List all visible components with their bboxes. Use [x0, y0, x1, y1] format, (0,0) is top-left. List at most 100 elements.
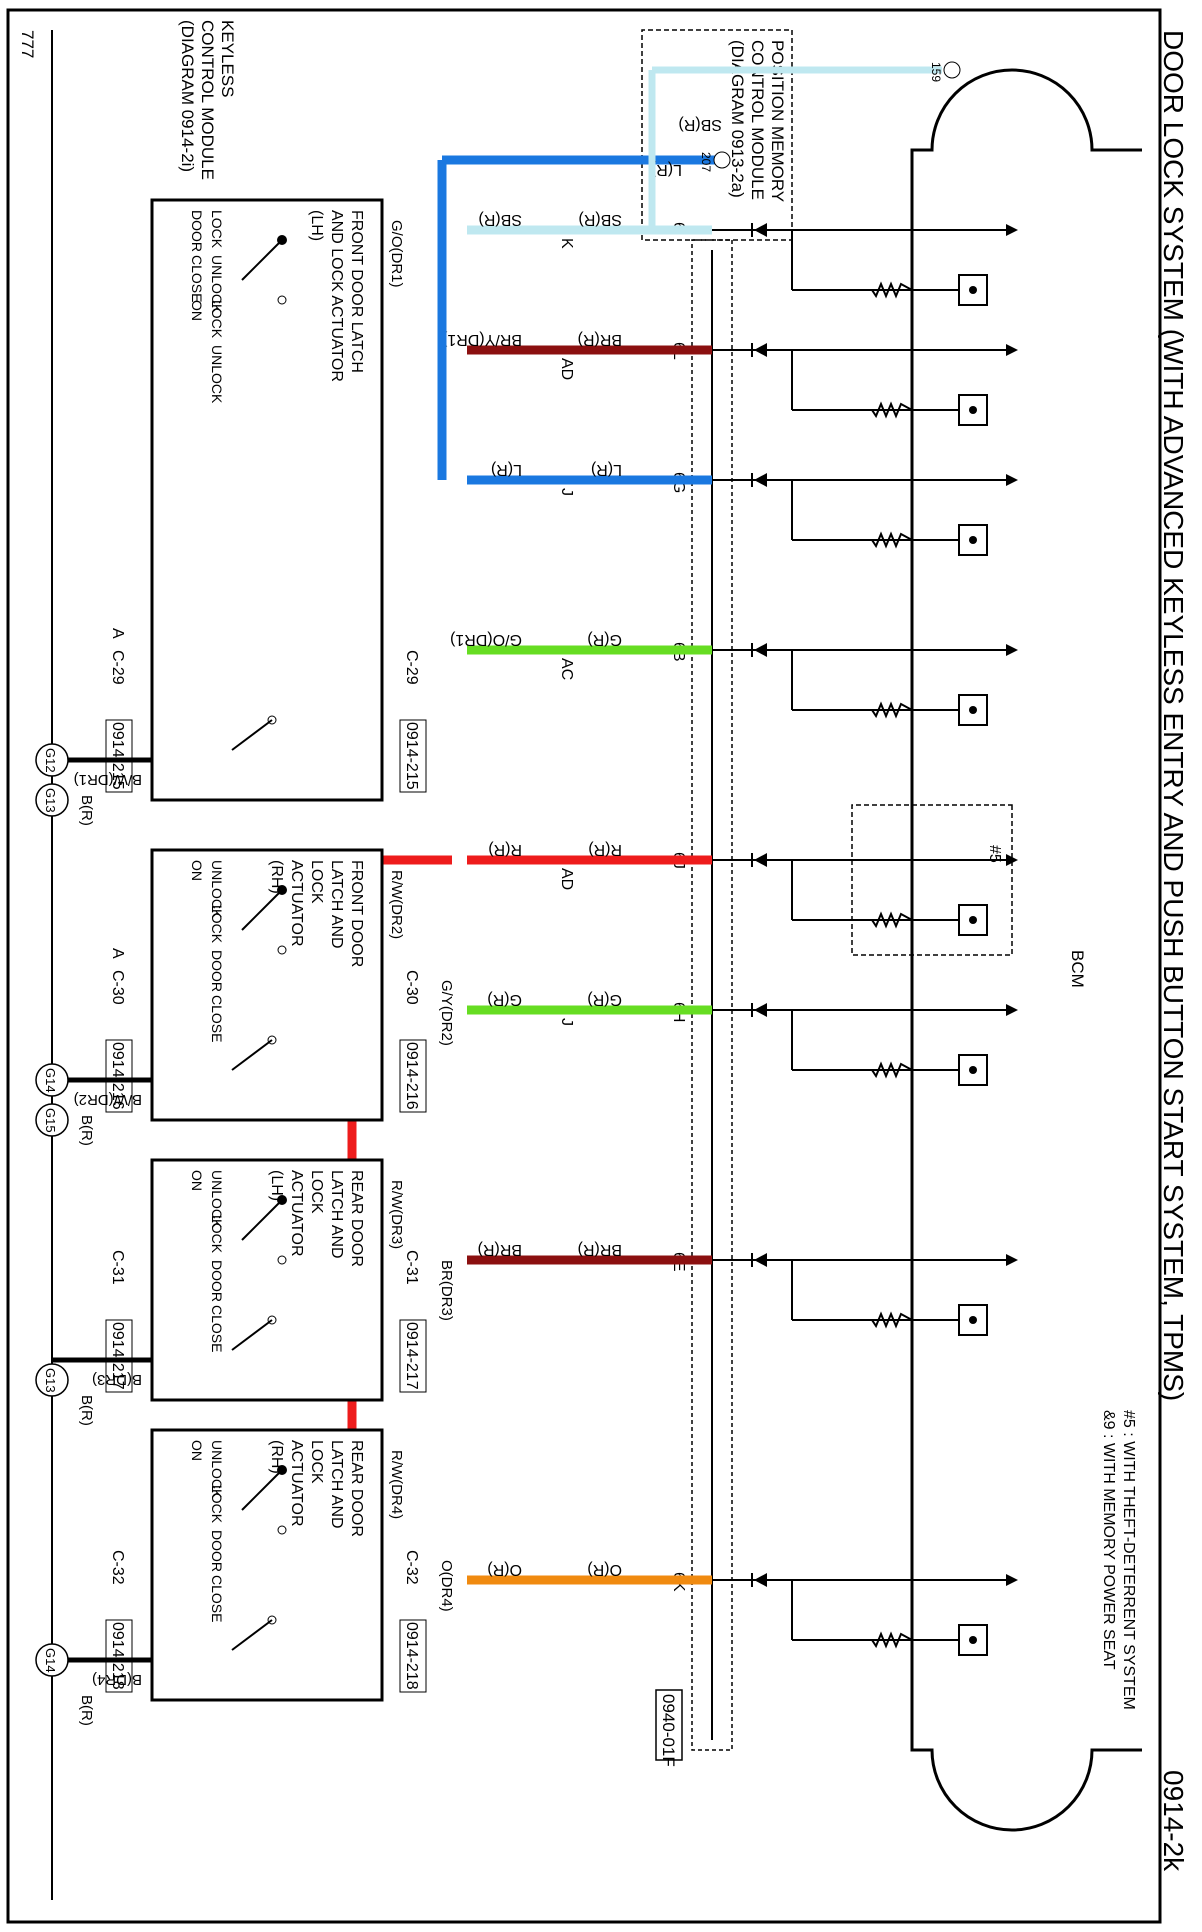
door-bottom-connector: C-31 — [109, 1250, 126, 1285]
transistor-dot — [969, 286, 977, 294]
position-memory-line1: POSITION MEMORY — [768, 40, 787, 202]
switch-label: LOCK — [209, 905, 225, 944]
ground-point-circle — [35, 783, 69, 817]
door-bottom-connector-ref-box — [105, 1619, 133, 1693]
door-switch-arm — [231, 719, 273, 751]
ground-point-circle — [35, 1103, 69, 1137]
door-name-line: LATCH AND — [328, 1170, 345, 1259]
diode-icon — [754, 223, 767, 237]
switch-arm — [241, 1469, 283, 1511]
wire-label-door: O(R) — [487, 1561, 522, 1578]
door-bottom-connector-ref-box — [105, 1039, 133, 1113]
ground-point-label: G13 — [43, 1368, 58, 1393]
door-box — [150, 1158, 384, 1402]
arrow-icon — [1006, 474, 1018, 486]
door-name-line: LOCK — [308, 1440, 325, 1484]
switch-arm — [241, 1199, 283, 1241]
resistor-icon — [862, 281, 913, 299]
wire-label-door: SB(R) — [478, 211, 522, 228]
switch-label: ON — [189, 300, 205, 321]
arrow-icon — [1006, 644, 1018, 656]
splice-label: AD — [558, 358, 575, 380]
door-name-line: FRONT DOOR — [348, 860, 365, 967]
door-ground-wire2-label: B(R) — [78, 795, 95, 826]
resistor-icon — [862, 1631, 913, 1649]
note-theft: #5 : WITH THEFT-DETERRENT SYSTEM — [1120, 1410, 1137, 1710]
transistor-dot — [969, 1636, 977, 1644]
door-name-line: LOCK — [308, 1170, 325, 1214]
switch-label: CLOSE — [189, 255, 205, 302]
door-top-connector-ref: 0914-218 — [403, 1622, 420, 1690]
switch-arm — [241, 889, 283, 931]
wire-label-bcm: O(R) — [587, 1561, 622, 1578]
switch-label: CLOSE — [209, 995, 225, 1042]
door-name-line: (LH) — [308, 210, 325, 241]
door-theft-wire-label: G/O(DR1) — [388, 220, 405, 288]
position-memory-wire-label: L(R) — [651, 161, 682, 178]
wire-label-door: G/O(DR1) — [450, 631, 522, 648]
bcm-outline — [910, 68, 1142, 1832]
switch-label: LOCK — [209, 300, 225, 339]
resistor-icon — [862, 1311, 913, 1329]
switch-label: DOOR — [209, 1530, 225, 1572]
door-top-connector-ref-box — [399, 1039, 427, 1113]
resistor-icon — [862, 701, 913, 719]
wire-label-bcm: G(R) — [587, 631, 622, 648]
door-switch-contact — [267, 715, 277, 725]
door-ground-wire2-label: B(R) — [78, 1115, 95, 1146]
door-top-connector-ref: 0914-215 — [403, 722, 420, 790]
ground-point-label: G14 — [43, 1068, 58, 1093]
splice-label: AC — [558, 658, 575, 680]
ground-point-label: G13 — [43, 788, 58, 813]
arrow-icon — [1006, 224, 1018, 236]
door-bottom-connector-ref: 0914-217 — [109, 1322, 126, 1390]
ground-point-circle — [35, 1643, 69, 1677]
door-bottom-pin: A — [109, 628, 126, 639]
position-memory-box — [641, 29, 793, 241]
door-name-line: (RH) — [268, 860, 285, 894]
wire-label-door: G(R) — [487, 991, 522, 1008]
resistor-icon — [862, 531, 913, 549]
door-top-connector: C-30 — [403, 970, 420, 1005]
transistor-dot — [969, 706, 977, 714]
page-frame — [6, 8, 1162, 1924]
switch-label: LOCK — [209, 1215, 225, 1254]
door-actuators: 0914-215C-290914-215C-29AB/W(DR1)B(R)FRO… — [52, 198, 455, 1726]
door-box — [150, 198, 384, 802]
keyless-ref-icon — [943, 61, 961, 79]
keyless-line2: CONTROL MODULE — [198, 20, 217, 180]
transistor-dot — [969, 536, 977, 544]
door-top-connector-ref-box — [399, 1619, 427, 1693]
wire-label-door: BR/Y(DR1) — [442, 331, 522, 348]
splice-label: J — [558, 1018, 575, 1026]
ground-point-label: G12 — [43, 748, 58, 773]
keyless-ref: 159 — [929, 62, 943, 82]
arrow-icon — [1006, 854, 1018, 866]
door-switch-contact — [267, 1615, 277, 1625]
switch-label: CLOSE — [209, 1575, 225, 1622]
diagram-code: 0914-2k — [1158, 1770, 1189, 1872]
diode-icon — [754, 343, 767, 357]
switch-label: UNLOCK — [209, 860, 225, 919]
switch-label: UNLOCK — [209, 255, 225, 314]
switch-label: DOOR — [209, 1260, 225, 1302]
ground-point-circle — [35, 743, 69, 777]
resistor-icon — [862, 401, 913, 419]
keyless-line3: (DIAGRAM 0914-2i) — [178, 20, 197, 172]
switch-label: DOOR — [189, 210, 205, 252]
door-bottom-connector: C-29 — [109, 650, 126, 685]
door-bottom-connector: C-32 — [109, 1550, 126, 1585]
wire-label-bcm: BR(R) — [578, 1241, 622, 1258]
door-name-line: AND LOCK ACTUATOR — [328, 210, 345, 382]
door-name-line: ACTUATOR — [288, 860, 305, 947]
switch-contact — [277, 1255, 287, 1265]
arrow-icon — [1006, 1004, 1018, 1016]
splice-label: K — [558, 238, 575, 249]
bcm-connector-ref-box — [655, 1689, 683, 1761]
diode-icon — [754, 1573, 767, 1587]
door-top-connector-ref: 0914-217 — [403, 1322, 420, 1390]
wire-label-bcm: L(R) — [591, 461, 622, 478]
diode-icon — [754, 853, 767, 867]
splice-label: AD — [558, 868, 575, 890]
